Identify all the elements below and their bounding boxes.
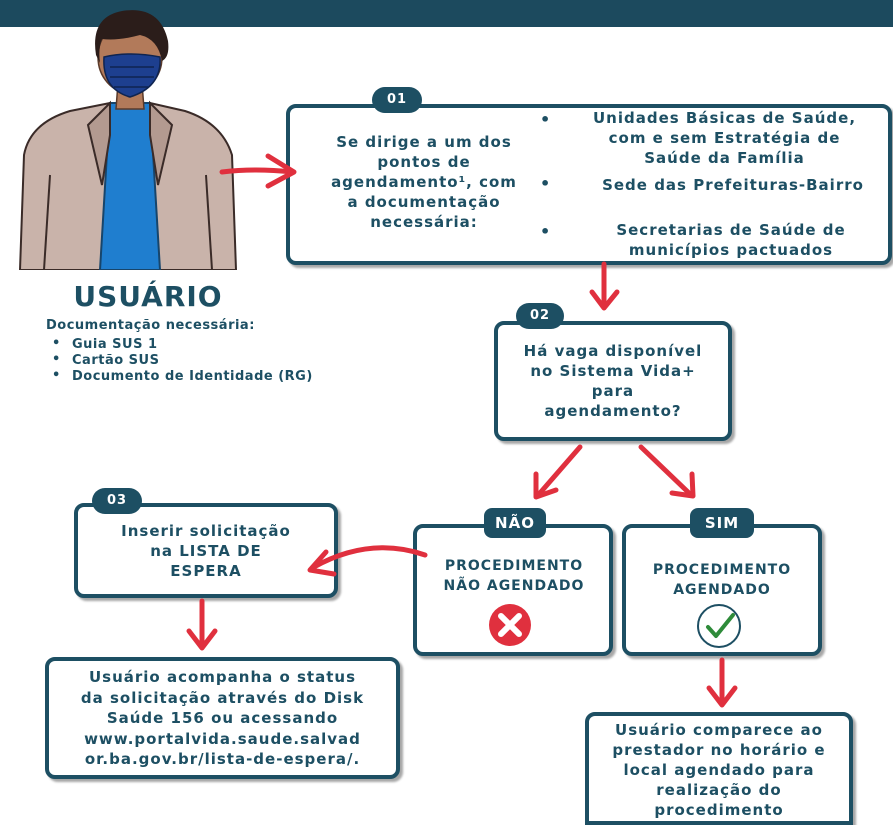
docs-list: Guia SUS 1 Cartão SUS Documento de Ident…: [46, 336, 313, 385]
step2-text: Há vaga disponível no Sistema Vida+ para…: [523, 342, 703, 420]
user-title: USUÁRIO: [73, 280, 223, 313]
arrow-yes-attend: [706, 657, 738, 708]
error-icon: [489, 604, 531, 646]
arrow-step3-follow: [186, 598, 218, 651]
step2-box: [494, 321, 732, 441]
arrow-step2-yes: [638, 444, 696, 499]
docs-title: Documentação necessária:: [46, 318, 255, 333]
step1-text: Se dirige a um dos pontos de agendamento…: [331, 133, 517, 231]
attend-text: Usuário comparece ao prestador no horári…: [612, 721, 826, 819]
docs-item: Guia SUS 1: [46, 336, 313, 353]
arrow-step1-step2: [589, 261, 620, 311]
step1-bullet: •: [540, 110, 551, 129]
no-text: PROCEDIMENTO NÃO AGENDADO: [443, 558, 585, 594]
step1-option-prefeituras: Sede das Prefeituras-Bairro: [602, 176, 864, 194]
user-illustration: [18, 10, 238, 270]
yes-badge: SIM: [690, 508, 754, 538]
step1-bullet: •: [540, 222, 551, 241]
arrow-step2-no: [533, 444, 583, 500]
docs-item: Cartão SUS: [46, 352, 313, 369]
step1-badge: 01: [372, 87, 422, 113]
yes-text: PROCEDIMENTO AGENDADO: [652, 562, 792, 598]
no-badge: NÃO: [484, 508, 546, 538]
follow-box: [45, 657, 400, 779]
follow-text: Usuário acompanha o status da solicitaçã…: [80, 668, 365, 768]
step3-box: [74, 503, 338, 598]
step1-option-ubs: Unidades Básicas de Saúde, com e sem Est…: [592, 109, 857, 167]
yes-box: [622, 524, 822, 656]
docs-item: Documento de Identidade (RG): [46, 368, 313, 385]
step1-bullet: •: [540, 174, 551, 193]
step3-badge: 03: [92, 488, 142, 514]
attend-box: [585, 712, 853, 825]
check-icon: [697, 604, 741, 648]
step3-text: Inserir solicitação na LISTA DE ESPERA: [121, 522, 291, 580]
step1-option-secretarias: Secretarias de Saúde de municípios pactu…: [616, 221, 846, 259]
step2-badge: 02: [516, 303, 564, 329]
